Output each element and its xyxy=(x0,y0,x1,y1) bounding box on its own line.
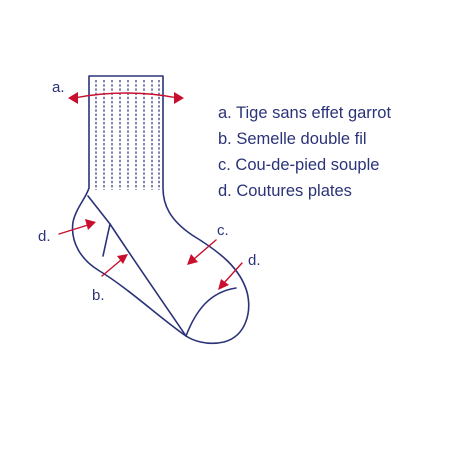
cuff-ribbing xyxy=(95,80,160,190)
toe-seam xyxy=(185,287,237,337)
arrow-a xyxy=(68,92,184,104)
legend-item-b: b. Semelle double fil xyxy=(218,130,367,148)
callout-b: b. xyxy=(92,287,105,304)
callout-d-heel: d. xyxy=(38,228,51,245)
sock-outline xyxy=(71,75,250,345)
arrow-d-heel xyxy=(58,219,96,235)
sole-line xyxy=(109,223,187,337)
legend-item-d: d. Coutures plates xyxy=(218,182,352,200)
arrow-c xyxy=(187,239,217,265)
callout-c: c. xyxy=(217,222,229,239)
arrow-d-toe xyxy=(218,262,243,290)
callout-a: a. xyxy=(52,79,65,96)
arrow-b xyxy=(101,254,128,277)
legend-item-c: c. Cou-de-pied souple xyxy=(218,156,380,174)
legend-item-a: a. Tige sans effet garrot xyxy=(218,104,392,122)
features-legend: a. Tige sans effet garrot b. Semelle dou… xyxy=(218,100,391,204)
callout-d-toe: d. xyxy=(248,252,261,269)
